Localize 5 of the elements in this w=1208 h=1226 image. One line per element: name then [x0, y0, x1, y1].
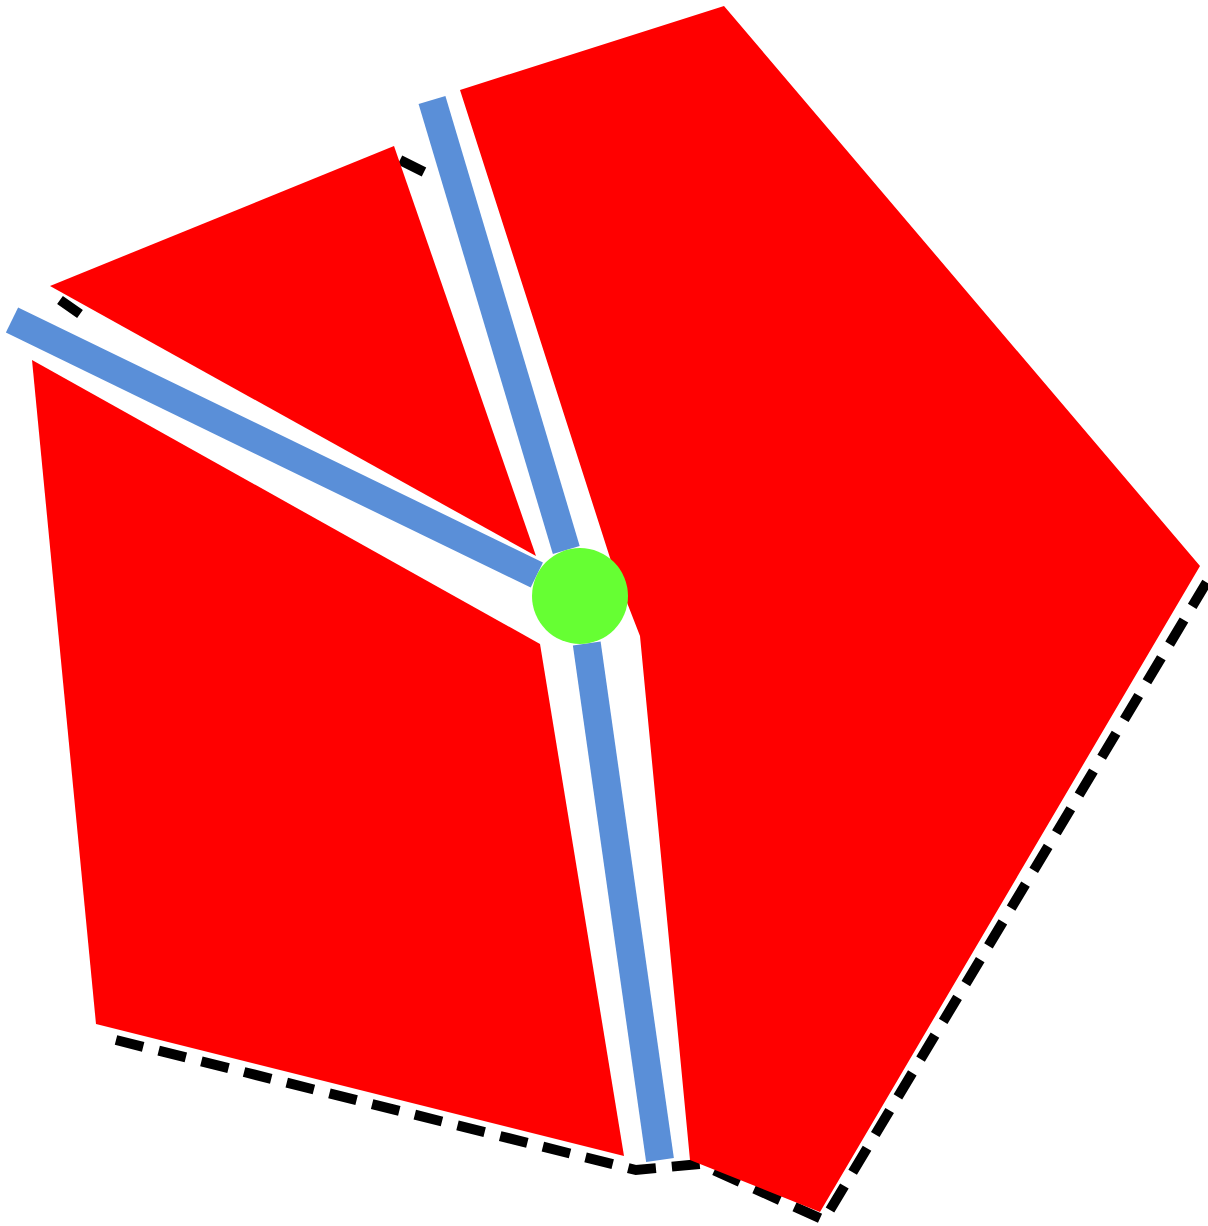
connector-line: [418, 96, 580, 555]
connector-line: [5, 307, 543, 588]
junction-dot: [532, 548, 628, 644]
connector-line: [572, 641, 674, 1162]
triangle-shape: [50, 146, 536, 556]
